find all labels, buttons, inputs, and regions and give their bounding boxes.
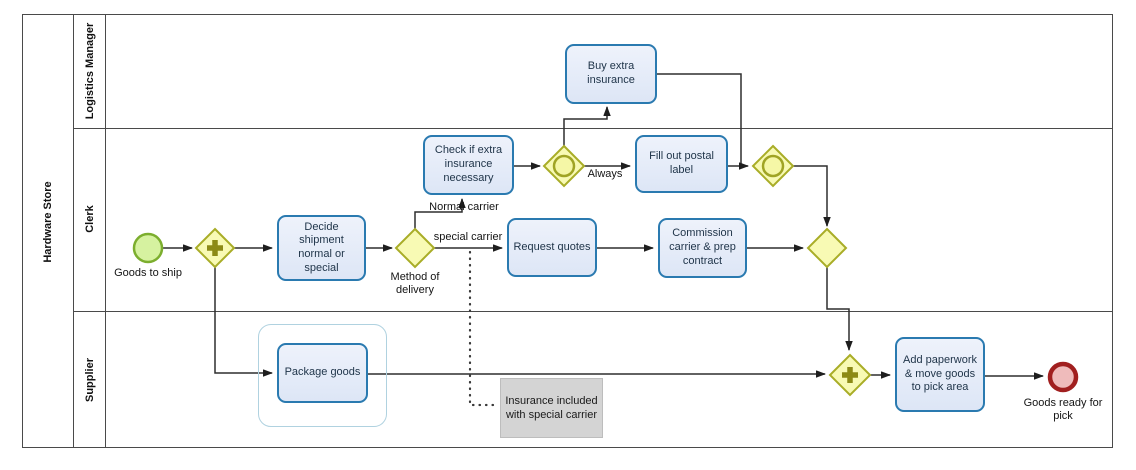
lane-divider-1 [74,128,1112,129]
gateway-method-of-delivery[interactable] [394,227,436,269]
group-package-goods[interactable] [258,324,387,427]
task-check-extra-insurance[interactable]: Check if extra insurance necessary [423,135,514,195]
flow-join-to-merge [793,165,831,227]
lane-divider-2 [74,311,1112,312]
inclusive-circle-icon [761,154,785,178]
end-event-label: Goods ready for pick [1023,397,1103,423]
parallel-plus-icon [207,240,223,256]
start-event-label: Goods to ship [114,267,182,279]
end-event-goods-ready[interactable] [1047,361,1079,393]
association-dotted-line [468,250,498,407]
flow-inclusive-to-buy [563,106,611,146]
annotation-text: Insurance included with special carrier [505,394,598,421]
task-add-paperwork[interactable]: Add paperwork & move goods to pick area [895,337,985,412]
task-commission-carrier[interactable]: Commission carrier & prep contract [658,218,747,278]
flow-buy-to-join [657,73,742,165]
flow-merge-to-parallel [826,267,853,351]
flow-label-always: Always [587,168,623,180]
annotation-insurance-note[interactable]: Insurance included with special carrier [500,378,603,438]
flow-label-special-carrier: special carrier [433,231,503,243]
task-request-quotes[interactable]: Request quotes [507,218,597,277]
task-fill-out-postal-label[interactable]: Fill out postal label [635,135,728,193]
start-event-goods-to-ship[interactable] [132,232,164,264]
task-label: Add paperwork & move goods to pick area [903,353,977,394]
inclusive-circle-icon [552,154,576,178]
task-label: Package goods [284,366,361,379]
gateway-exclusive-merge[interactable] [806,227,848,269]
task-label: Fill out postal label [649,150,714,176]
gateway-method-label: Method of delivery [390,271,440,297]
flow-split-to-package [214,267,273,377]
task-label: Buy extra insurance [587,60,635,86]
flow-normal-carrier [414,198,466,229]
pool-name-cell: Hardware Store [23,15,74,447]
task-label: Decide shipment normal or special [298,220,345,274]
task-decide-shipment[interactable]: Decide shipment normal or special [277,215,366,281]
flow-label-normal-carrier: Normal carrier [429,201,499,213]
parallel-plus-icon [842,367,858,383]
lane-label-column [74,15,106,447]
task-buy-extra-insurance[interactable]: Buy extra insurance [565,44,657,104]
task-label: Request quotes [513,240,591,253]
task-package-goods[interactable]: Package goods [277,343,368,403]
task-label: Check if extra insurance necessary [434,144,503,184]
task-label: Commission carrier & prep contract [669,227,736,267]
